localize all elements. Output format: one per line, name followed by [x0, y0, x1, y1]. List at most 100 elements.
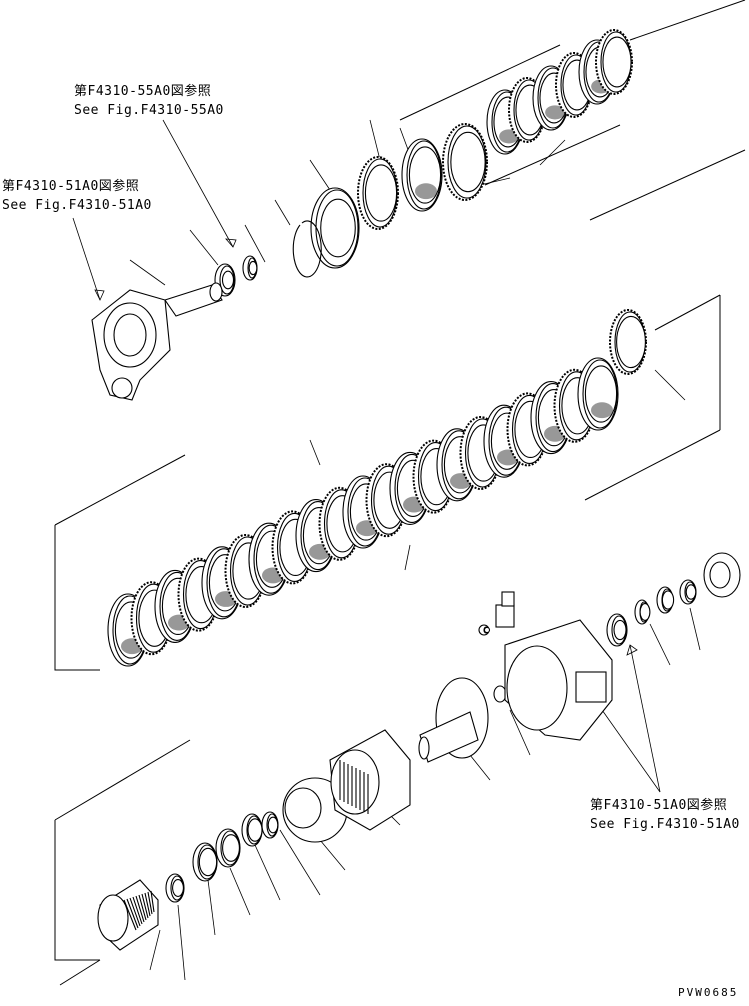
piston-disc: [282, 777, 348, 843]
clutch-case-mount: [575, 671, 607, 703]
leader-line: [479, 177, 511, 186]
parts-group: [91, 29, 741, 951]
clutch-case: [504, 619, 613, 741]
small-seal-ring: [242, 255, 258, 281]
clutch-hub-spline: [147, 891, 153, 915]
leader-line: [319, 839, 346, 871]
right-snap-ring: [634, 599, 651, 625]
leader-ref-55a0: [162, 119, 234, 248]
leader-line: [309, 439, 321, 466]
leader-line: [229, 867, 251, 916]
clutch-hub-spline: [141, 893, 149, 919]
middle-end-plate: [609, 309, 647, 375]
clutch-drum: [329, 729, 411, 831]
top-clutch-plate-1-bore: [364, 164, 398, 222]
leader-line: [129, 259, 166, 286]
leader-line: [177, 904, 186, 981]
output-shaft: [418, 677, 489, 763]
leader-ref-51a0-right-1: [629, 644, 661, 793]
reference-51a0-left-en: See Fig.F4310-51A0: [2, 198, 152, 213]
drawing-code: PVW0685: [678, 986, 739, 999]
carrier-housing-hole: [111, 377, 133, 399]
top-clutch-plate-9-bore: [602, 36, 632, 88]
leader-line: [654, 369, 686, 401]
end-cap-inner: [709, 561, 731, 589]
middle-clutch-plate-8: [271, 510, 314, 585]
leader-line: [404, 544, 411, 571]
arrowhead-55a0: [225, 238, 237, 248]
leader-lines: [72, 119, 701, 981]
bolt-washer: [478, 624, 491, 636]
top-clutch-plate-1: [357, 156, 399, 230]
snap-ring-large: [292, 220, 322, 278]
lower-snap-ring-2-bore: [222, 834, 240, 862]
clutch-hub-spline: [123, 899, 137, 931]
leader-line: [189, 229, 219, 266]
reference-51a0-left-jp: 第F4310-51A0図参照: [2, 179, 140, 194]
arrowhead-51a0-left: [94, 289, 105, 301]
top-clutch-plate-3-bore: [450, 131, 486, 193]
middle-clutch-plate-21: [577, 357, 619, 431]
right-snap-ring-bore: [639, 603, 651, 621]
bolt-head: [501, 591, 515, 607]
carrier-housing: [91, 289, 171, 401]
right-small-ring-bore: [685, 584, 697, 600]
lower-snap-ring-3-bore: [247, 818, 263, 842]
piston-disc-inner: [284, 787, 322, 829]
bushing-sleeve: [164, 282, 223, 317]
leader-line: [149, 929, 161, 971]
end-cap: [703, 552, 741, 598]
piston-ring-plate: [310, 187, 360, 269]
top-clutch-plate-2-friction-face: [415, 183, 437, 200]
lower-snap-ring-1-bore: [198, 847, 218, 877]
clutch-hub-spline: [138, 894, 147, 921]
clutch-hub-spline: [132, 896, 143, 925]
group-bracket-lines: [54, 0, 746, 986]
reference-51a0-right-en: See Fig.F4310-51A0: [590, 817, 740, 832]
arrowhead-51a0-right-1: [626, 644, 638, 656]
right-bearing-bore: [613, 619, 627, 641]
top-clutch-plate-3: [442, 123, 488, 201]
lower-snap-ring-3: [241, 813, 263, 847]
bolt: [495, 591, 515, 628]
middle-end-plate-bore: [616, 315, 646, 369]
clutch-case-bore: [506, 645, 568, 731]
reference-51a0-right-jp: 第F4310-51A0図参照: [590, 798, 728, 813]
leader-line: [274, 199, 291, 226]
clutch-hub-spline: [129, 897, 141, 927]
leader-line: [254, 844, 281, 901]
clutch-hub-spline: [144, 892, 151, 917]
carrier-housing-inner-bore: [113, 313, 147, 357]
right-seal-ring: [656, 586, 675, 614]
middle-clutch-plate-21-friction-face: [591, 402, 613, 419]
clutch-hub-spline: [126, 898, 139, 929]
leader-ref-51a0-left: [72, 217, 101, 301]
leader-line: [279, 829, 321, 896]
reference-55a0-en: See Fig.F4310-55A0: [74, 103, 224, 118]
leader-line: [469, 754, 491, 781]
leader-ref-51a0-right-2: [594, 699, 661, 793]
leader-line: [649, 623, 671, 666]
leader-line: [207, 879, 216, 936]
clutch-drum-bore: [330, 749, 380, 815]
right-seal-ring-bore: [661, 590, 675, 610]
right-small-ring: [679, 579, 697, 605]
plug-fitting: [493, 685, 507, 703]
leader-line: [244, 224, 266, 263]
piston-ring-plate-bore: [320, 198, 356, 258]
leader-line: [689, 607, 701, 651]
top-clutch-plate-9: [595, 29, 633, 95]
lower-seal-ring-bore: [267, 816, 279, 834]
lower-seal-ring: [261, 811, 279, 839]
plug-fitting-head: [493, 685, 507, 703]
right-bearing: [606, 613, 628, 647]
bolt-washer-bore: [483, 626, 491, 634]
reference-55a0-jp: 第F4310-55A0図参照: [74, 84, 212, 99]
clutch-hub: [97, 879, 159, 951]
thrust-washer-bore: [221, 270, 235, 290]
top-clutch-plate-6-friction-face: [545, 105, 565, 120]
bushing-sleeve-end: [209, 282, 223, 302]
lower-bearing-ring: [165, 873, 185, 903]
lower-snap-ring-1: [192, 842, 218, 882]
